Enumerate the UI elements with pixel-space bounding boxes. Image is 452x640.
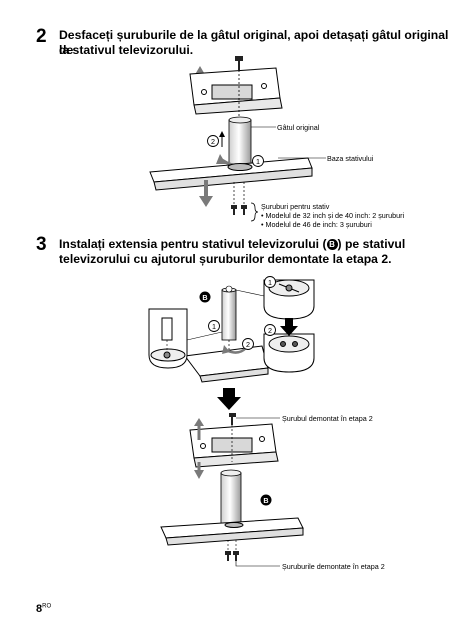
step-3-line-1-end: ) pe stativul [337, 237, 406, 251]
stand-extension-b-3 [220, 469, 242, 528]
screw-icon [229, 413, 236, 425]
down-arrow-icon [199, 180, 213, 207]
stand-base-2 [184, 345, 269, 383]
figure-2-callout-2: 2 [268, 326, 272, 335]
stand-screws-title: Șuruburi pentru stativ [261, 202, 330, 211]
step-2-line-1: Desfaceți șuruburile de la gâtul origina… [59, 28, 449, 57]
inset-left [148, 308, 188, 369]
step-3-line-1: Instalați extensia pentru stativul telev… [59, 237, 405, 252]
original-neck [228, 116, 252, 165]
top-screw-label: Șurubul demontat în etapa 2 [282, 414, 373, 423]
neck-bracket [189, 67, 283, 115]
original-neck-label: Gâtul original [277, 123, 320, 132]
page-number-value: 8 [36, 603, 43, 615]
step-2-line-2: la stativul televizorului. [59, 43, 194, 57]
stand-screws-note-2: • Modelul de 46 de inch: 3 șuruburi [261, 220, 372, 229]
page-number: 8RO [36, 603, 51, 615]
stand-screws-icon [231, 182, 247, 215]
page-language: RO [42, 603, 52, 610]
stand-base-3 [160, 517, 304, 546]
inset-right-top [263, 279, 315, 320]
figure-1-callout-1: 1 [256, 157, 260, 166]
step-3-line-1-text: Instalați extensia pentru stativul telev… [59, 237, 327, 251]
badge-b-icon: B [326, 239, 338, 250]
step-2-number: 2 [36, 26, 47, 47]
bottom-screws-label: Șuruburile demontate în etapa 2 [282, 562, 385, 571]
figure-3-badge-b: B [263, 496, 269, 505]
stand-base-label: Baza stativului [327, 154, 374, 163]
figure-2-callout-2-lower: 2 [246, 340, 250, 349]
step-3-number: 3 [36, 234, 47, 255]
neck-bracket-3 [189, 423, 279, 468]
screw-icon [235, 56, 243, 70]
stand-screws-icon [225, 540, 239, 561]
figure-2-callout-1-lower: 1 [212, 322, 216, 331]
figure-1-callout-2: 2 [211, 137, 215, 146]
step-3-line-2: televizorului cu ajutorul șuruburilor de… [59, 252, 392, 266]
figure-2-callout-1: 1 [268, 278, 272, 287]
figure-2-badge-b: B [202, 293, 208, 302]
stand-extension-b [221, 285, 237, 341]
down-arrow-icon [217, 388, 241, 410]
inset-right-bottom [263, 333, 315, 373]
stand-screws-note-1: • Modelul de 32 inch și de 40 inch: 2 șu… [261, 211, 405, 220]
